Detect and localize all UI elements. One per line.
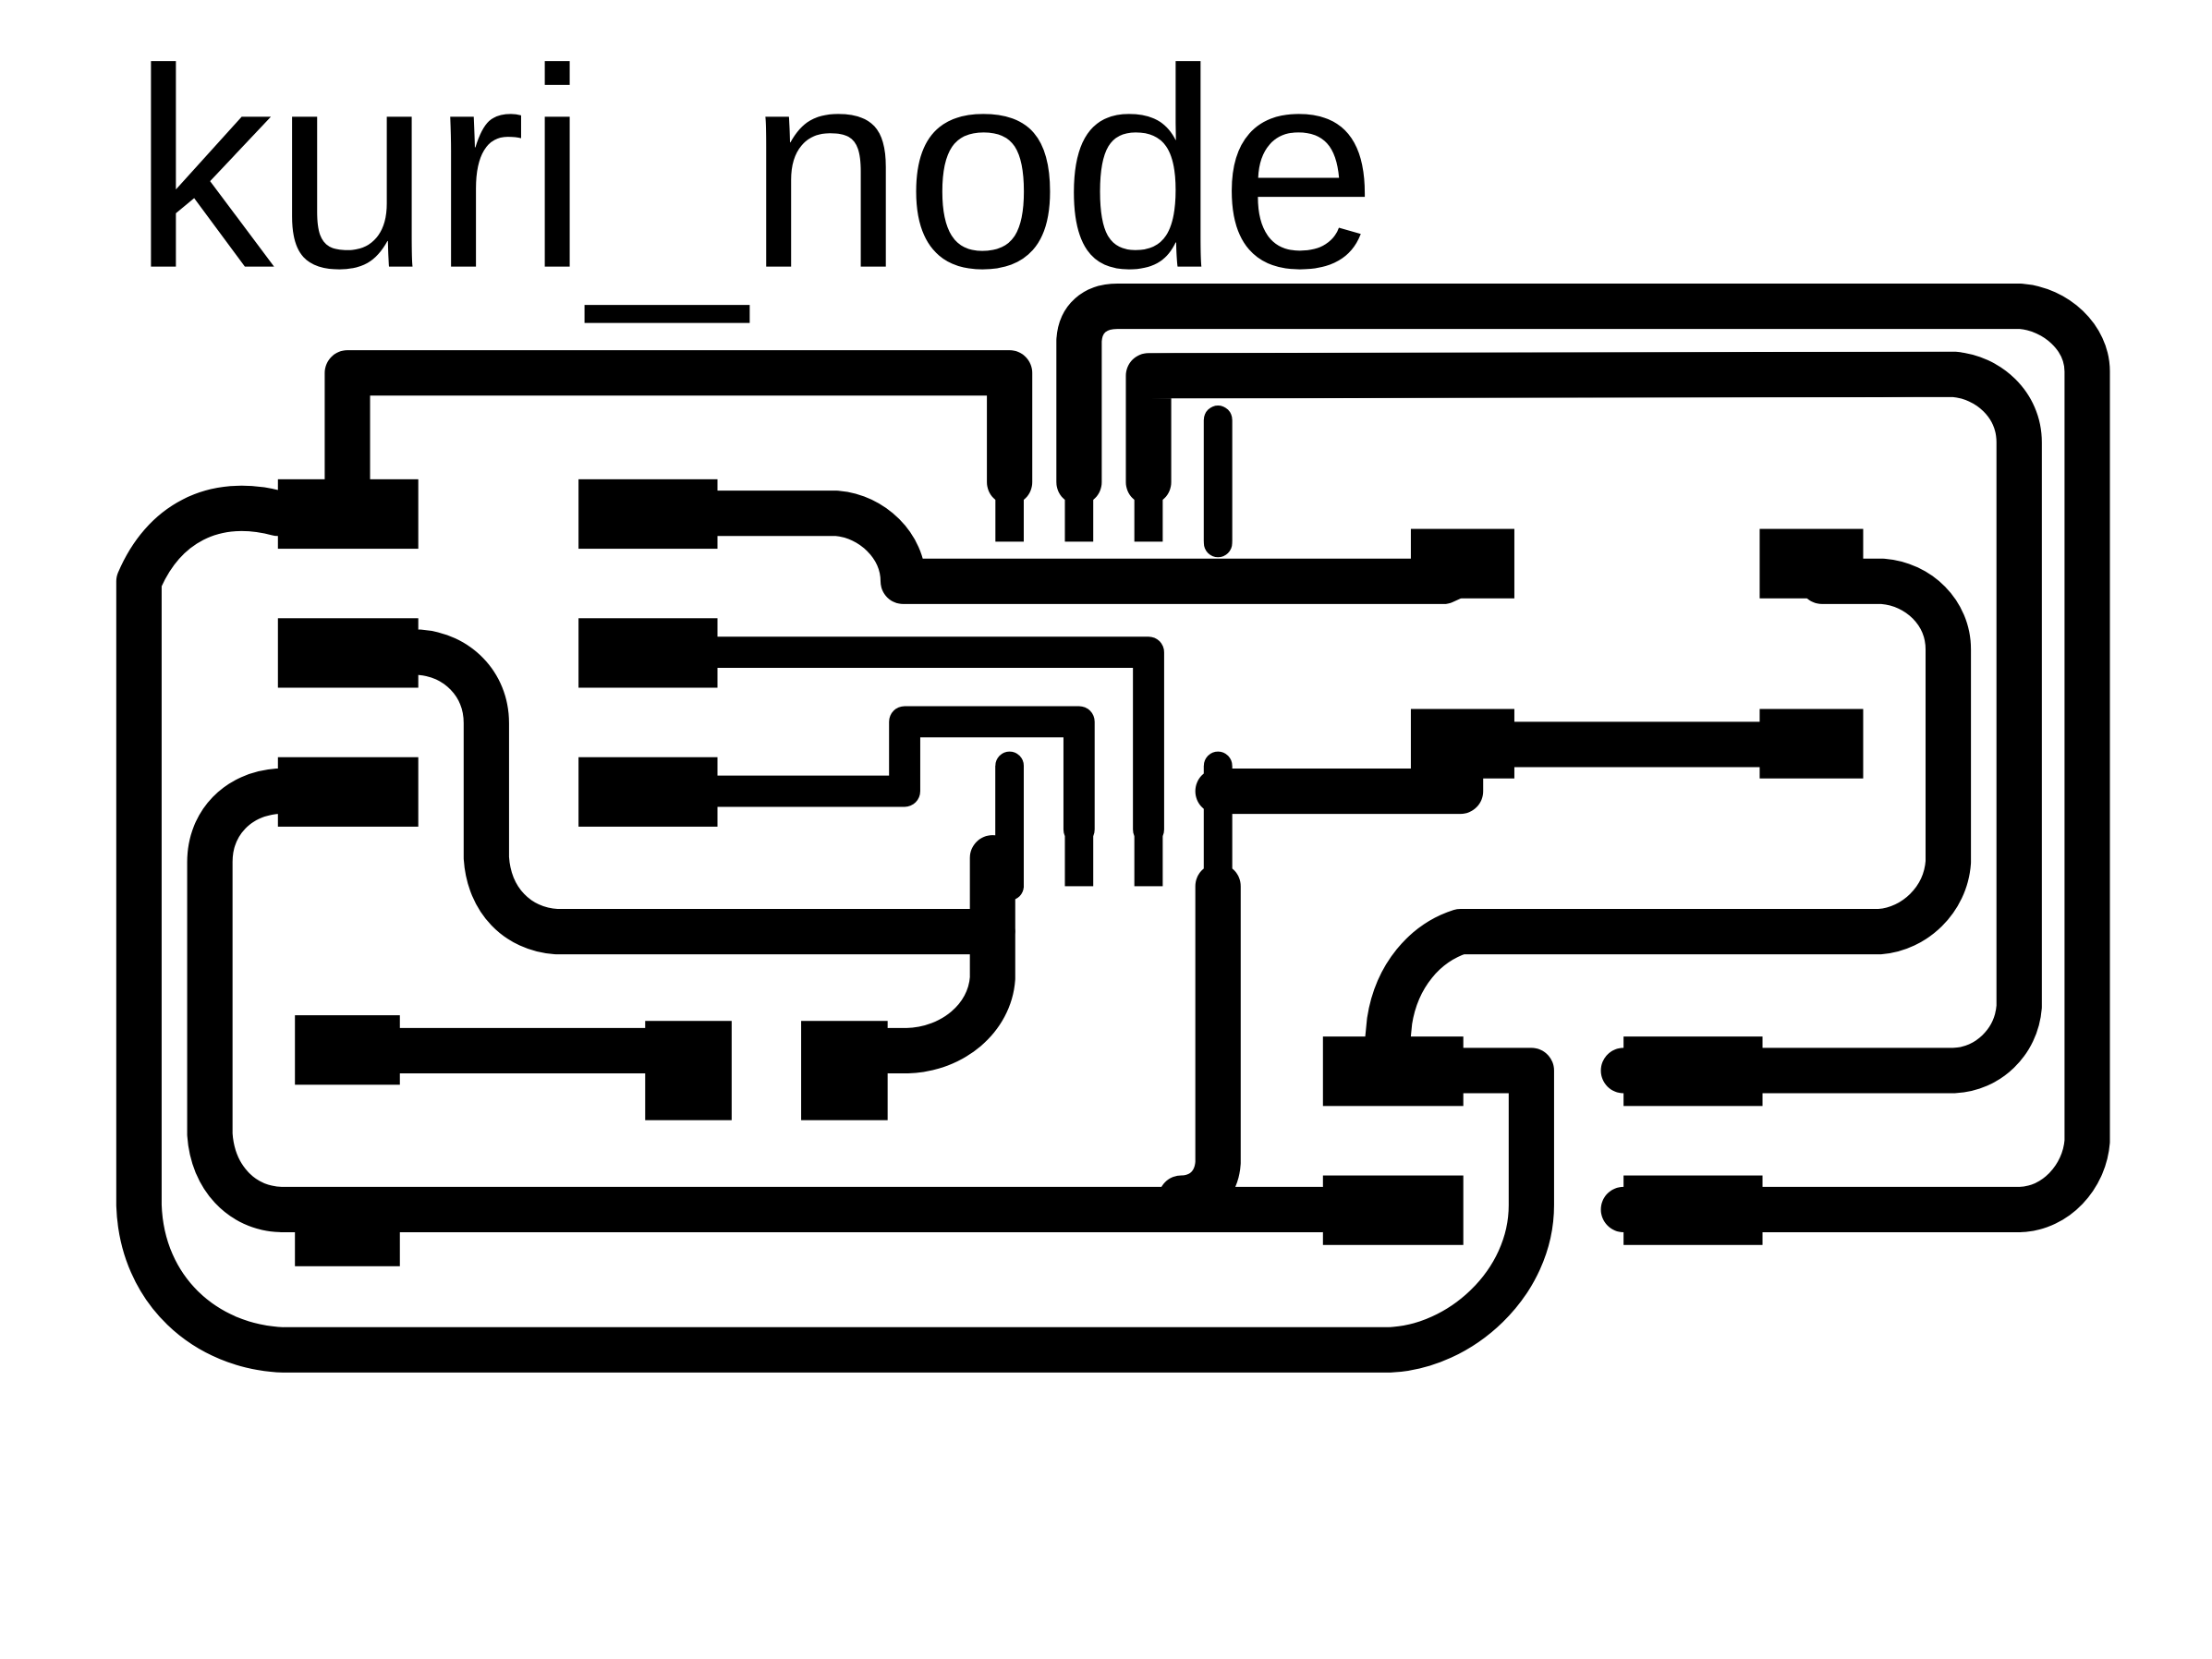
trace-row2-right — [701, 636, 1164, 845]
board-title: kuri_node — [132, 11, 1378, 328]
pad-j2-1 — [578, 478, 718, 550]
traces — [115, 284, 2110, 1373]
trace-row3-left — [187, 768, 1344, 1232]
pad-ic-bottom-2 — [1064, 826, 1094, 887]
trace-top-left — [324, 350, 1033, 505]
pad-ic-top-2 — [1064, 481, 1094, 542]
pad-j4-2 — [1623, 1175, 1763, 1245]
pad-c1-2 — [1759, 528, 1864, 599]
pad-c2-2 — [1759, 708, 1864, 779]
pad-j2-3 — [578, 757, 718, 827]
trace-center-down — [1158, 863, 1241, 1221]
pad-j1-4 — [295, 1015, 400, 1085]
trace-top-right-outer — [1056, 284, 2110, 1232]
pad-r1-2 — [801, 1021, 888, 1120]
pad-j3-2 — [1322, 1175, 1464, 1245]
pad-r1-1 — [645, 1021, 732, 1120]
pad-j1-2 — [277, 618, 419, 688]
pad-j2-2 — [578, 618, 718, 688]
pad-ic-bottom-4 — [1203, 765, 1233, 888]
trace-top-right-inner — [1125, 351, 2042, 1094]
pad-j4-1 — [1623, 1036, 1763, 1107]
pad-c2-1 — [1410, 708, 1514, 779]
pad-ic-top-3 — [1134, 481, 1163, 542]
pad-ic-bottom-3 — [1134, 826, 1163, 887]
pad-j1-1 — [277, 478, 419, 550]
trace-outer-loop — [115, 485, 1554, 1373]
pads — [277, 419, 1864, 1266]
pad-ic-bottom-1 — [995, 765, 1024, 888]
pad-c1-1 — [1410, 528, 1514, 599]
trace-row3-right — [701, 706, 1095, 845]
pad-ic-top-1 — [995, 481, 1024, 542]
trace-right-row1 — [1364, 558, 1972, 1072]
trace-row2-left — [396, 629, 1015, 955]
pad-j1-5 — [295, 1230, 400, 1266]
pad-j3-1 — [1322, 1036, 1464, 1107]
trace-pin-to-bottom-pad — [866, 835, 1015, 1074]
pad-j1-3 — [277, 757, 419, 827]
pad-ic-top-4 — [1203, 419, 1233, 542]
trace-row1-right — [694, 490, 1498, 604]
